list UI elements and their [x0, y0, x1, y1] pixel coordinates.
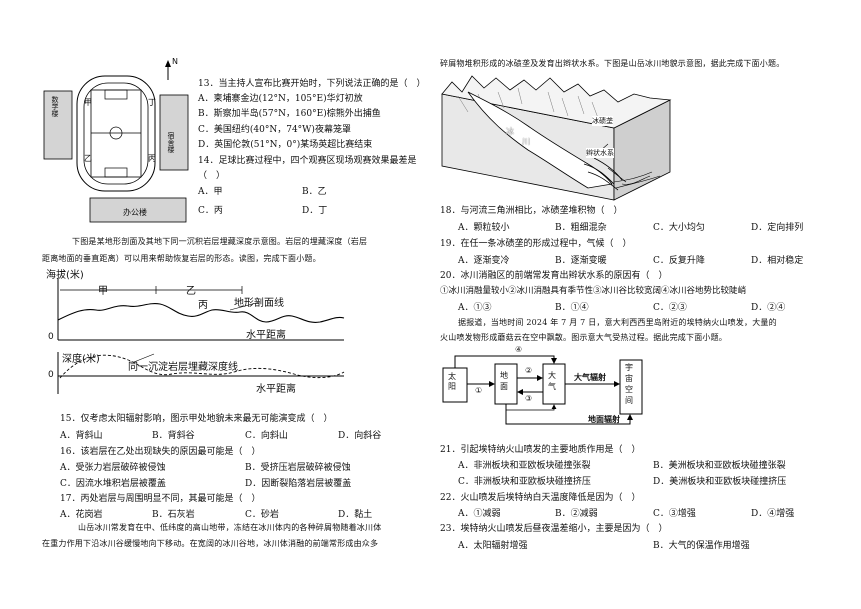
- profile-terrain-line-label: 地形剖面线: [234, 298, 284, 309]
- q20-option-b[interactable]: B．①④: [555, 303, 589, 313]
- q13-option-d[interactable]: D．英国伦敦(51°N，0°)某场英超比赛结束: [198, 140, 373, 150]
- profile-depth-line-label: 同一沉淀岩层埋藏深度线: [128, 362, 238, 373]
- q19-option-a[interactable]: A．逐渐变冷: [458, 256, 510, 266]
- spot-bing: 丙: [148, 154, 156, 163]
- q16-option-b[interactable]: B．受挤压岩层破碎被侵蚀: [245, 463, 351, 473]
- q17-option-c[interactable]: C．砂岩: [245, 510, 279, 520]
- q17-stem: 17．丙处岩层与周围明显不同，其最可能是（ ）: [60, 494, 261, 504]
- q21-option-a[interactable]: A．非洲板块和亚欧板块碰撞张裂: [458, 461, 591, 471]
- heat-label-4: ④: [515, 345, 523, 354]
- intro-glacier-line2: 在重力作用下沿冰川谷缓慢地向下移动。在宽阔的冰川谷地，冰川体消融的前端常形成由众…: [42, 539, 379, 548]
- profile-ylabel-bottom: 深度(米): [62, 354, 100, 365]
- q17-option-d[interactable]: D．黏土: [338, 510, 373, 520]
- building-left-label: 数学楼: [51, 96, 59, 117]
- q20-option-d[interactable]: D．②④: [751, 303, 786, 313]
- intro-profile-line2: 距离地面的垂直距离）可以用来帮助恢复岩层的形态。读图，完成下面小题。: [42, 254, 321, 263]
- glacier-label-moraine: 冰碛垄: [592, 116, 613, 126]
- profile-xlabel-top: 水平距离: [246, 330, 286, 341]
- glacier-label-ice: 冰: [506, 127, 514, 136]
- atmosphere-heating-diagram: [440, 344, 670, 436]
- building-bottom-label: 办公楼: [123, 208, 147, 217]
- q15-option-a[interactable]: A．背斜山: [60, 431, 103, 441]
- q20-statements: ①冰川消融量较小②冰川消融具有季节性③冰川谷比较宽阔④冰川谷地势比较陡峭: [440, 286, 747, 296]
- heat-atmospheric-radiation: 大气辐射: [574, 373, 606, 382]
- q13-option-b[interactable]: B．斯察加半岛(57°N，160°E)棕熊外出捕鱼: [198, 109, 381, 119]
- q16-option-d[interactable]: D．因断裂陷落岩层被覆盖: [245, 479, 352, 489]
- campus-map: [42, 58, 192, 226]
- q14-option-d[interactable]: D．丁: [302, 206, 328, 216]
- heat-label-1: ①: [475, 386, 483, 395]
- q17-option-a[interactable]: A．花岗岩: [60, 510, 103, 520]
- q22-option-a[interactable]: A．①减弱: [458, 509, 501, 519]
- spot-yi: 乙: [84, 154, 92, 163]
- q23-stem: 23．埃特纳火山喷发后昼夜温差缩小，主要是因为（ ）: [440, 524, 668, 534]
- building-right-label: 宿舍楼: [167, 132, 175, 153]
- profile-ylabel-top: 海拔(米): [46, 270, 84, 281]
- profile-xlabel-bottom: 水平距离: [256, 384, 296, 395]
- profile-zero-bottom: 0: [48, 370, 54, 380]
- terrain-profile-diagram: [44, 266, 404, 398]
- spot-ding: 丁: [148, 98, 156, 107]
- intro-profile-line1: 下图是某地形剖面及其地下同一沉积岩层埋藏深度示意图。岩层的埋藏深度（岩层: [72, 237, 368, 246]
- q15-option-d[interactable]: D．向斜谷: [338, 431, 382, 441]
- q19-option-b[interactable]: B．逐渐变暖: [555, 256, 607, 266]
- q22-option-c[interactable]: C．③增强: [653, 509, 696, 519]
- q23-option-a[interactable]: A．太阳辐射增强: [458, 541, 528, 551]
- q19-option-d[interactable]: D．相对稳定: [751, 256, 804, 266]
- heat-atmosphere: 大 气: [548, 371, 556, 391]
- q16-option-c[interactable]: C．因流水堆积岩层被覆盖: [60, 479, 166, 489]
- q15-option-b[interactable]: B．背斜谷: [152, 431, 195, 441]
- q18-option-b[interactable]: B．粗细混杂: [555, 223, 607, 233]
- heat-ground: 地 面: [500, 371, 508, 391]
- q21-option-d[interactable]: D．美洲板块和亚欧板块碰撞挤压: [653, 477, 787, 487]
- profile-label-jia: 甲: [98, 286, 108, 297]
- q22-option-b[interactable]: B．②减弱: [555, 509, 598, 519]
- q22-stem: 22．火山喷发后埃特纳白天温度降低是因为（ ）: [440, 493, 641, 503]
- q14-paren: （ ）: [198, 171, 226, 181]
- q23-option-b[interactable]: B．大气的保温作用增强: [653, 541, 750, 551]
- q14-option-a[interactable]: A．甲: [198, 187, 223, 197]
- spot-jia: 甲: [84, 98, 92, 107]
- q20-option-a[interactable]: A．①③: [458, 303, 492, 313]
- q18-option-c[interactable]: C．大小均匀: [653, 223, 705, 233]
- q18-option-d[interactable]: D．定向排列: [751, 223, 804, 233]
- north-label: N: [172, 57, 178, 66]
- q19-option-c[interactable]: C．反复升降: [653, 256, 705, 266]
- q16-option-a[interactable]: A．受张力岩层破碎被侵蚀: [60, 463, 166, 473]
- q13-option-a[interactable]: A．柬埔寨金边(12°N，105°E)华灯初放: [198, 94, 363, 104]
- q21-option-c[interactable]: C．非洲板块和亚欧板块碰撞挤压: [458, 477, 591, 487]
- q13-option-c[interactable]: C．美国纽约(40°N，74°W)夜幕笼罩: [198, 125, 351, 135]
- q22-option-d[interactable]: D．④增强: [751, 509, 795, 519]
- q14-stem: 14．足球比赛过程中，四个观赛区现场观赛效果最差是: [198, 156, 417, 166]
- q14-option-c[interactable]: C．丙: [198, 206, 223, 216]
- intro-glacier-line3: 碎屑物堆积形成的冰碛垄及发育出辫状水系。下图是山岳冰川地貌示意图，据此完成下面小…: [440, 59, 785, 68]
- intro-volcano-line2: 火山喷发物形成蘑菇云在空中飘散。图示意大气受热过程。据此完成下面小题。: [440, 333, 727, 342]
- profile-label-yi: 乙: [186, 286, 196, 297]
- q18-stem: 18．与河流三角洲相比，冰碛垄堆积物（ ）: [440, 206, 623, 216]
- glacier-label-braided: 辫状水系: [586, 148, 614, 158]
- q15-option-c[interactable]: C．向斜山: [245, 431, 288, 441]
- q18-option-a[interactable]: A．颗粒较小: [458, 223, 510, 233]
- profile-label-bing: 丙: [198, 300, 208, 311]
- heat-label-3: ③: [525, 394, 533, 403]
- q21-stem: 21．引起埃特纳火山喷发的主要地质作用是（ ）: [440, 445, 641, 455]
- q20-stem: 20．冰川消融区的前端常发育出辫状水系的原因有（ ）: [440, 271, 668, 281]
- heat-label-2: ②: [525, 366, 533, 375]
- heat-ground-radiation: 地面辐射: [588, 415, 620, 424]
- q14-option-b[interactable]: B．乙: [302, 187, 327, 197]
- glacier-label-river: 川: [522, 137, 530, 146]
- q15-stem: 15．仅考虑太阳辐射影响，图示甲处地貌未来最无可能演变成（ ）: [60, 414, 333, 424]
- intro-glacier-line1: 山岳冰川常发育在中、低纬度的高山地带，冻结在冰川体内的各种碎屑物随着冰川体: [78, 523, 382, 532]
- q17-option-b[interactable]: B．石灰岩: [152, 510, 195, 520]
- q21-option-b[interactable]: B．美洲板块和亚欧板块碰撞张裂: [653, 461, 786, 471]
- heat-space: 宇 宙 空 间: [625, 363, 633, 405]
- glacier-diagram: [438, 72, 673, 202]
- heat-sun: 太 阳: [448, 372, 456, 391]
- q20-option-c[interactable]: C．②③: [653, 303, 687, 313]
- intro-volcano-line1: 据报道，当地时间 2024 年 7 月 7 日，意大利西西里岛附近的埃特纳火山喷…: [458, 318, 777, 327]
- q19-stem: 19．在任一条冰碛垄的形成过程中，气候（ ）: [440, 239, 632, 249]
- q13-stem: 13．当主持人宣布比赛开始时，下列说法正确的是（ ）: [198, 79, 426, 89]
- q16-stem: 16．该岩层在乙处出现缺失的原因最可能是（ ）: [60, 447, 261, 457]
- profile-zero-top: 0: [48, 332, 54, 342]
